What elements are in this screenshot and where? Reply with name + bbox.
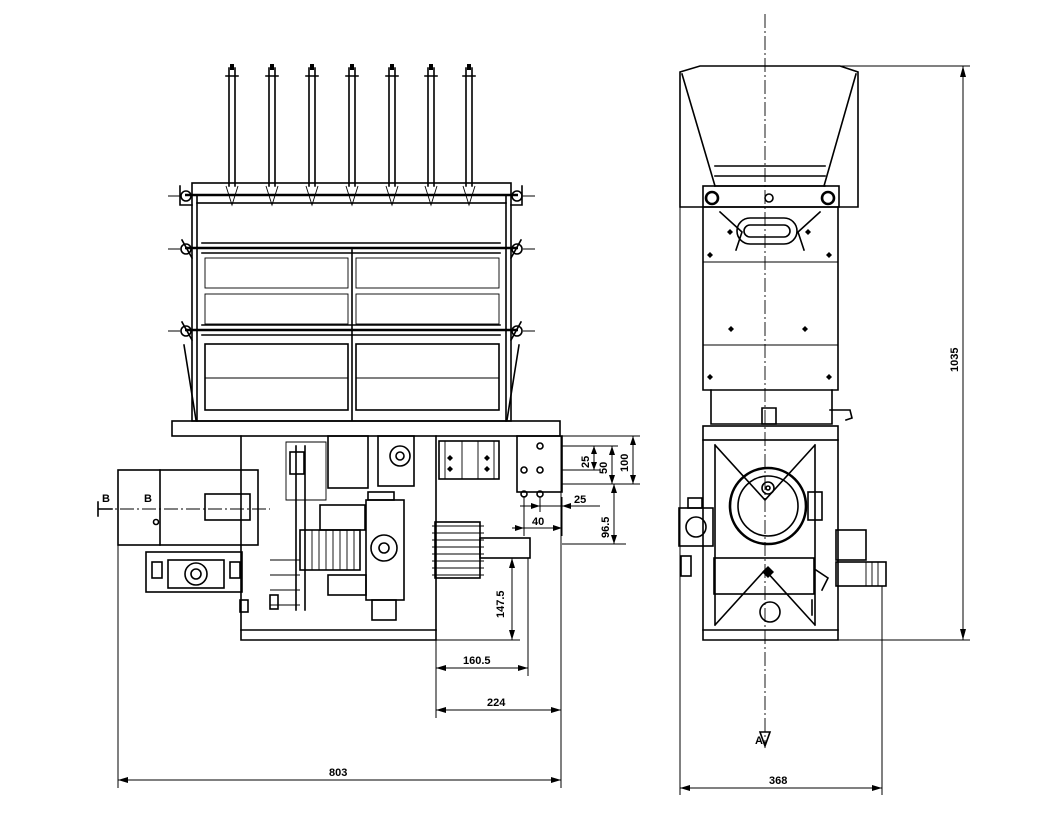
section-label-a: A — [755, 735, 763, 747]
dim-224-label: 224 — [487, 697, 506, 709]
front-view: B B — [97, 64, 563, 641]
dim-50-label: 50 — [598, 462, 610, 474]
lower-body — [678, 425, 887, 641]
side-dimensions: 1035 368 — [679, 65, 970, 795]
dim-368-label: 368 — [769, 775, 787, 787]
terminal-blocks — [432, 435, 563, 579]
dim-25-v-label: 25 — [580, 456, 592, 468]
section-label-b-left: B — [102, 493, 110, 505]
lance-tubes — [225, 64, 476, 207]
dim-803-label: 803 — [329, 767, 347, 779]
section-b-marker: B B — [97, 493, 270, 517]
main-frame — [168, 182, 561, 437]
dim-100-label: 100 — [619, 454, 631, 472]
hopper — [679, 65, 859, 208]
upper-body — [702, 206, 853, 425]
dim-96-5-label: 96.5 — [600, 517, 612, 538]
front-dimensions: 803 224 160.5 147.5 100 50 25 25 40 96.5 — [117, 435, 640, 788]
section-a-marker: A — [755, 731, 772, 749]
dim-147-5-label: 147.5 — [495, 590, 507, 618]
dim-1035-label: 1035 — [949, 348, 961, 372]
dim-160-5-label: 160.5 — [463, 655, 491, 667]
motor — [117, 469, 279, 613]
dim-25-h-label: 25 — [574, 494, 586, 506]
section-label-b-right: B — [144, 493, 152, 505]
dim-40-label: 40 — [532, 516, 544, 528]
lower-housing — [240, 435, 437, 641]
side-view: A — [678, 14, 887, 749]
